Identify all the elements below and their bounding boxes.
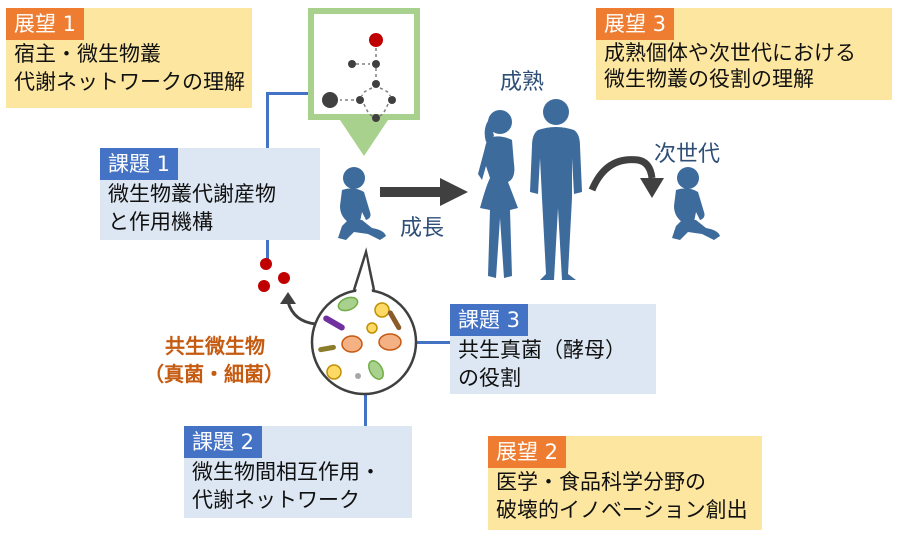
task3-line1: 共生真菌（酵母） xyxy=(458,338,626,362)
microbe-orange xyxy=(341,335,363,353)
metabolite-dots xyxy=(258,258,290,292)
microbe-rod-olive xyxy=(318,344,336,353)
symbionts-label-line1: 共生微生物 xyxy=(165,334,265,358)
connector-task3-fungus xyxy=(400,341,452,344)
task2-line2: 代謝ネットワーク xyxy=(192,488,360,512)
maturity-label: 成熟 xyxy=(500,70,545,95)
vision2-line2: 破壊的イノベーション創出 xyxy=(496,498,748,522)
symbionts-label: 共生微生物 （真菌・細菌） xyxy=(144,332,284,388)
task1-box: 課題 1 微生物叢代謝産物 と作用機構 xyxy=(100,148,320,240)
network-node xyxy=(388,96,396,104)
vision3-box: 展望 3 成熟個体や次世代における 微生物叢の役割の理解 xyxy=(596,8,892,100)
network-node-large xyxy=(322,92,338,108)
microbe-small xyxy=(355,373,361,379)
vision2-tag: 展望 2 xyxy=(488,436,567,468)
task2-box: 課題 2 微生物間相互作用・ 代謝ネットワーク xyxy=(184,426,412,518)
infant-figure xyxy=(338,167,386,240)
vision2-box: 展望 2 医学・食品科学分野の 破壊的イノベーション創出 xyxy=(488,436,762,530)
microbe-green xyxy=(337,296,359,312)
vision1-box: 展望 1 宿主・微生物叢 代謝ネットワークの理解 xyxy=(6,8,252,108)
symbionts-label-line2: （真菌・細菌） xyxy=(144,362,284,386)
vision1-line2: 代謝ネットワークの理解 xyxy=(14,70,245,94)
microbe-yellow xyxy=(374,302,390,318)
network-node-source xyxy=(369,33,383,47)
network-node xyxy=(372,60,380,68)
task2-line1: 微生物間相互作用・ xyxy=(192,460,381,484)
connector-task2-microbes xyxy=(364,392,367,428)
task1-tag: 課題 1 xyxy=(100,148,179,180)
vision3-tag: 展望 3 xyxy=(596,8,675,40)
microbe-green-2 xyxy=(368,360,384,380)
microbe-bubble xyxy=(310,247,418,396)
vision3-line1: 成熟個体や次世代における xyxy=(604,41,856,65)
vision1-line1: 宿主・微生物叢 xyxy=(14,42,161,66)
microbe-small-yellow xyxy=(366,322,378,334)
next-generation-arrow xyxy=(588,156,664,198)
task3-tag: 課題 3 xyxy=(450,304,529,336)
microbe-rod-brown xyxy=(387,310,402,331)
next-generation-infant-figure xyxy=(672,167,720,240)
microbe-rod-purple xyxy=(323,315,345,331)
network-node xyxy=(372,114,380,122)
vision1-tag: 展望 1 xyxy=(6,8,85,40)
task1-line2: と作用機構 xyxy=(108,210,213,234)
network-node xyxy=(372,80,380,88)
network-node xyxy=(348,60,356,68)
secretion-arrow xyxy=(280,292,317,326)
growth-arrow xyxy=(380,178,468,206)
network-node xyxy=(356,96,364,104)
adult-male-figure xyxy=(530,99,582,280)
connector-vision1-network-horizontal xyxy=(266,92,312,95)
growth-label: 成長 xyxy=(400,216,445,241)
connector-task1-metabolites xyxy=(266,238,269,260)
task1-line1: 微生物叢代謝産物 xyxy=(108,182,276,206)
next-generation-label: 次世代 xyxy=(654,142,721,167)
vision3-line2: 微生物叢の役割の理解 xyxy=(604,67,814,91)
metabolic-network-panel xyxy=(308,8,420,156)
task3-box: 課題 3 共生真菌（酵母） の役割 xyxy=(450,304,656,394)
task3-line2: の役割 xyxy=(458,366,521,390)
vision2-line1: 医学・食品科学分野の xyxy=(496,470,706,494)
microbe-orange-yeast xyxy=(378,333,402,351)
connector-vision1-task1-vertical xyxy=(266,92,269,150)
microbe-yellow-2 xyxy=(326,364,342,380)
adult-female-figure xyxy=(478,110,518,278)
task2-tag: 課題 2 xyxy=(184,426,263,458)
